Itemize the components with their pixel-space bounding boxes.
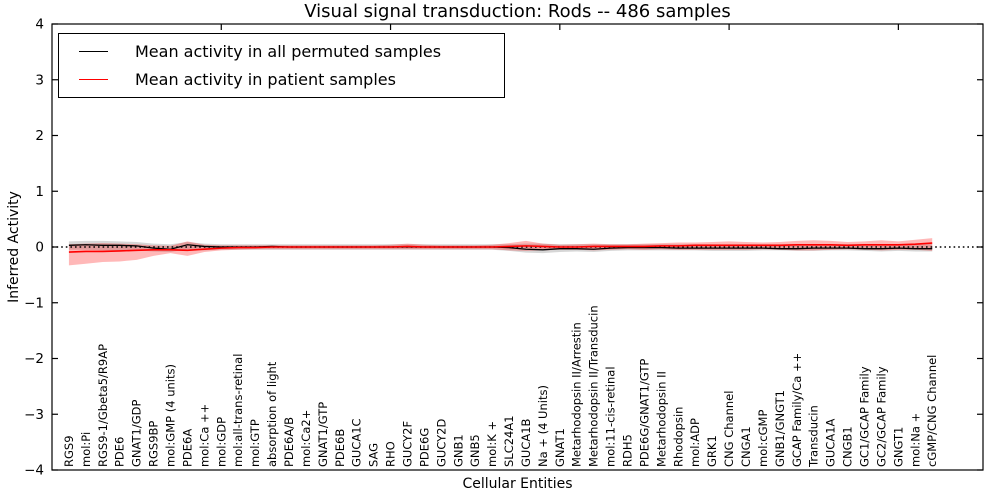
x-category-label: GNB1	[451, 434, 465, 467]
x-category-label: mol:GTP	[248, 419, 262, 467]
x-axis-label: Cellular Entities	[462, 476, 573, 492]
y-tick-label: 4	[35, 17, 44, 33]
x-category-label: CNGA1	[739, 426, 753, 467]
x-category-label: GNAT1/GDP	[130, 400, 144, 467]
legend-label: Mean activity in all permuted samples	[135, 42, 442, 61]
x-category-label: RGS9	[62, 435, 76, 467]
x-category-label: GUCA1C	[350, 418, 364, 467]
x-category-label: GC1/GCAP Family	[858, 366, 872, 467]
legend-label: Mean activity in patient samples	[135, 70, 396, 89]
x-category-label: GC2/GCAP Family	[874, 366, 888, 467]
x-category-label: CNG Channel	[722, 391, 736, 467]
legend: Mean activity in all permuted samples Me…	[58, 33, 505, 98]
x-category-label: mol:all-trans-retinal	[231, 354, 245, 467]
series-line-1	[68, 242, 933, 253]
legend-item-permuted-samples: Mean activity in all permuted samples	[69, 42, 494, 61]
x-category-label: Metarhodopsin II/Arrestin	[570, 322, 584, 467]
x-category-label: Transducin	[807, 405, 821, 468]
x-category-label: mol:11-cis-retinal	[604, 366, 618, 467]
x-category-label: PDE6A	[180, 429, 194, 467]
legend-line-sample-red	[79, 79, 108, 80]
y-tick-label: −3	[24, 407, 44, 423]
x-category-label: mol:ADP	[688, 418, 702, 467]
x-category-label: PDE6B	[333, 429, 347, 467]
x-category-label: CNGB1	[841, 426, 855, 467]
legend-item-patient-samples: Mean activity in patient samples	[69, 70, 494, 89]
y-tick-label: 2	[35, 128, 44, 144]
x-category-label: PDE6G	[417, 428, 431, 467]
x-category-label: RDH5	[621, 434, 635, 467]
x-category-label: GNB1/GNGT1	[773, 390, 787, 467]
x-category-label: mol:K +	[485, 421, 499, 467]
x-category-label: mol:cGMP	[756, 410, 770, 467]
x-category-label: GNGT1	[891, 427, 905, 467]
x-category-label: PDE6G/GNAT1/GTP	[637, 359, 651, 467]
legend-line-sample-black	[79, 51, 108, 52]
y-tick-label: 1	[35, 184, 44, 200]
x-category-label: mol:Ca ++	[197, 404, 211, 467]
x-category-label: Metarhodopsin II/Transducin	[587, 305, 601, 467]
x-category-label: GNB5	[468, 434, 482, 467]
x-category-label: GUCA1A	[824, 418, 838, 467]
x-category-label: GRK1	[705, 435, 719, 467]
x-category-label: PDE6A/B	[282, 417, 296, 467]
x-category-label: absorption of light	[265, 361, 279, 467]
x-category-label: SAG	[367, 443, 381, 467]
y-tick-label: 0	[35, 240, 44, 256]
y-tick-label: −4	[24, 463, 44, 479]
x-category-label: GUCY2F	[400, 421, 414, 467]
x-category-label: GNAT1	[553, 428, 567, 467]
x-category-label: GCAP Family/Ca ++	[790, 353, 804, 467]
x-category-label: GNAT1/GTP	[316, 402, 330, 467]
uncertainty-band-1	[68, 238, 933, 266]
x-category-label: SLC24A1	[502, 415, 516, 467]
x-category-label: GUCY2D	[434, 419, 448, 467]
x-category-label: mol:GMP (4 units)	[163, 364, 177, 467]
x-category-label: Na + (4 Units)	[536, 385, 550, 467]
y-tick-label: −2	[24, 351, 44, 367]
x-category-label: PDE6	[113, 437, 127, 467]
x-category-label: mol:Na +	[908, 413, 922, 467]
chart-title: Visual signal transduction: Rods -- 486 …	[304, 1, 731, 22]
x-category-label: mol:Ca2+	[299, 410, 313, 467]
y-tick-label: 3	[35, 72, 44, 88]
x-category-label: Rhodopsin	[671, 407, 685, 467]
x-category-label: RHO	[384, 441, 398, 467]
x-category-label: GUCA1B	[519, 418, 533, 467]
x-category-label: Metarhodopsin II	[654, 371, 668, 467]
x-category-label: mol:Pi	[79, 432, 93, 467]
x-category-label: RGS9BP	[147, 421, 161, 467]
x-category-label: cGMP/CNG Channel	[925, 355, 939, 467]
x-category-label: RGS9-1/Gbeta5/R9AP	[96, 344, 110, 467]
x-category-label: mol:GDP	[214, 417, 228, 467]
y-tick-label: −1	[24, 295, 44, 311]
